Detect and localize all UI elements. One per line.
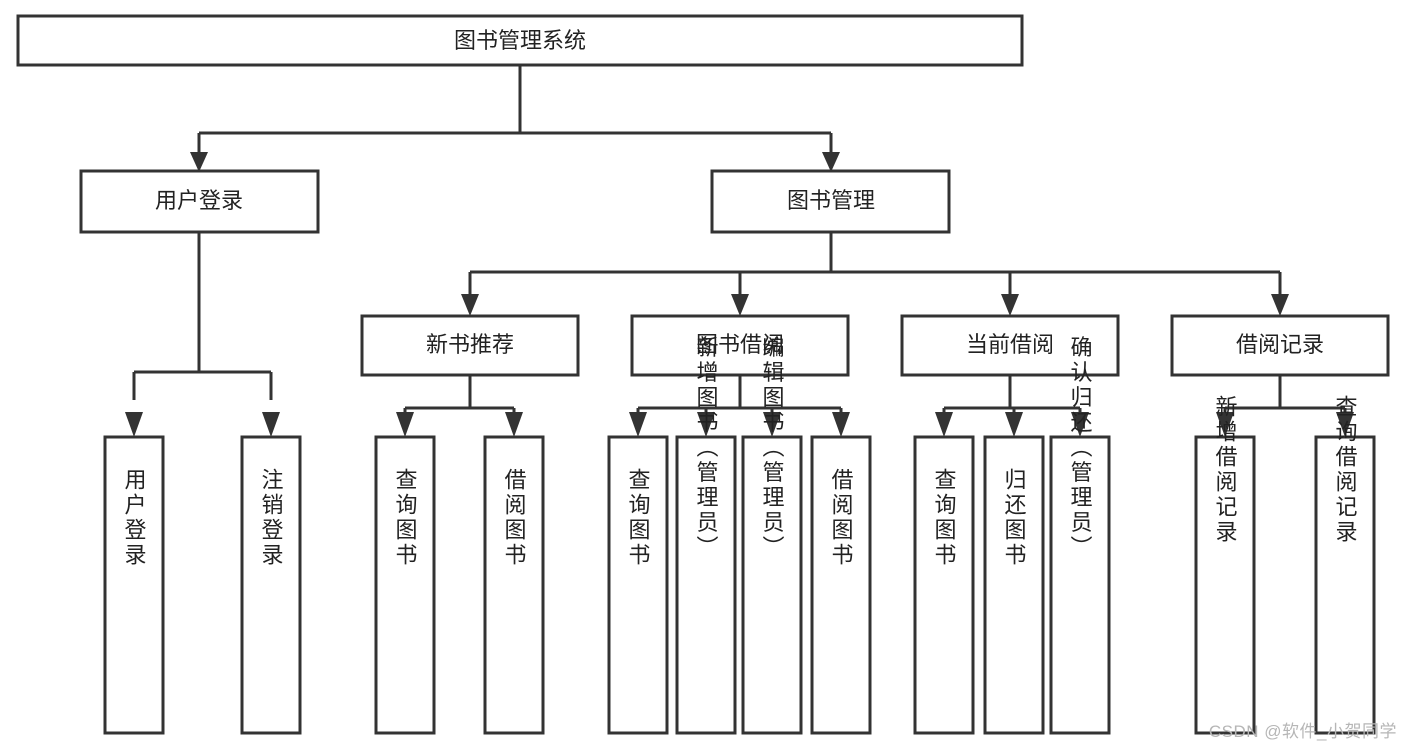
node-new-book-recommend[interactable]: 新书推荐 (360, 314, 580, 377)
node-root-label: 图书管理系统 (454, 28, 586, 53)
connector-newbook-to-leaves (396, 375, 523, 437)
leaf-book-borrow-3[interactable]: 借阅图书 (810, 435, 872, 735)
node-borrow-record[interactable]: 借阅记录 (1170, 314, 1390, 377)
leaf-book-borrow-2-label: 编辑图书（管理员） (760, 336, 785, 561)
leaf-book-borrow-1-label: 新增图书（管理员） (694, 336, 719, 561)
connector-bookborrow-to-leaves (629, 375, 850, 437)
leaf-user-login-1[interactable]: 注销登录 (240, 435, 302, 735)
connector-bookmgmt-to-level3 (461, 232, 1289, 316)
leaf-book-borrow-2[interactable]: 编辑图书（管理员） (741, 336, 803, 735)
leaf-new-book-1-label: 借阅图书 (502, 468, 527, 568)
leaf-current-borrow-0-label: 查询图书 (932, 468, 957, 568)
leaf-borrow-record-0-label: 新增借阅记录 (1213, 395, 1238, 545)
node-book-borrow[interactable]: 图书借阅 (630, 314, 850, 377)
leaf-current-borrow-1[interactable]: 归还图书 (983, 435, 1045, 735)
node-new-book-recommend-label: 新书推荐 (426, 332, 514, 357)
connector-root-to-level2 (190, 65, 840, 172)
leaf-user-login-0-label: 用户登录 (122, 468, 147, 568)
node-book-management-label: 图书管理 (787, 188, 875, 213)
leaf-current-borrow-2-label: 确认归还（管理员） (1068, 336, 1093, 561)
node-book-management[interactable]: 图书管理 (710, 169, 951, 234)
connector-currentborrow-to-leaves (935, 375, 1089, 437)
node-current-borrow[interactable]: 当前借阅 (900, 314, 1120, 377)
node-borrow-record-label: 借阅记录 (1236, 332, 1324, 357)
node-user-login-label: 用户登录 (155, 188, 243, 213)
leaf-user-login-1-label: 注销登录 (259, 468, 284, 568)
leaf-current-borrow-1-label: 归还图书 (1002, 468, 1027, 568)
leaf-user-login-0[interactable]: 用户登录 (103, 435, 165, 735)
node-book-borrow-label: 图书借阅 (696, 332, 784, 357)
leaf-book-borrow-0[interactable]: 查询图书 (607, 435, 669, 735)
node-user-login[interactable]: 用户登录 (79, 169, 320, 234)
node-current-borrow-label: 当前借阅 (966, 332, 1054, 357)
leaf-borrow-record-1-label: 查询借阅记录 (1333, 395, 1358, 545)
leaf-new-book-0[interactable]: 查询图书 (374, 435, 436, 735)
leaf-new-book-0-label: 查询图书 (393, 468, 418, 568)
leaf-new-book-1[interactable]: 借阅图书 (483, 435, 545, 735)
leaf-borrow-record-1[interactable]: 查询借阅记录 (1314, 395, 1376, 735)
leaf-borrow-record-0[interactable]: 新增借阅记录 (1194, 395, 1256, 735)
leaf-current-borrow-0[interactable]: 查询图书 (913, 435, 975, 735)
leaf-current-borrow-2[interactable]: 确认归还（管理员） (1049, 336, 1111, 735)
connector-borrowrecord-to-leaves (1216, 375, 1354, 437)
connector-userlogin-to-leaves (125, 232, 280, 437)
leaf-book-borrow-1[interactable]: 新增图书（管理员） (675, 336, 737, 735)
node-root-system[interactable]: 图书管理系统 (16, 14, 1024, 67)
leaf-book-borrow-0-label: 查询图书 (626, 468, 651, 568)
leaf-book-borrow-3-label: 借阅图书 (829, 468, 854, 568)
